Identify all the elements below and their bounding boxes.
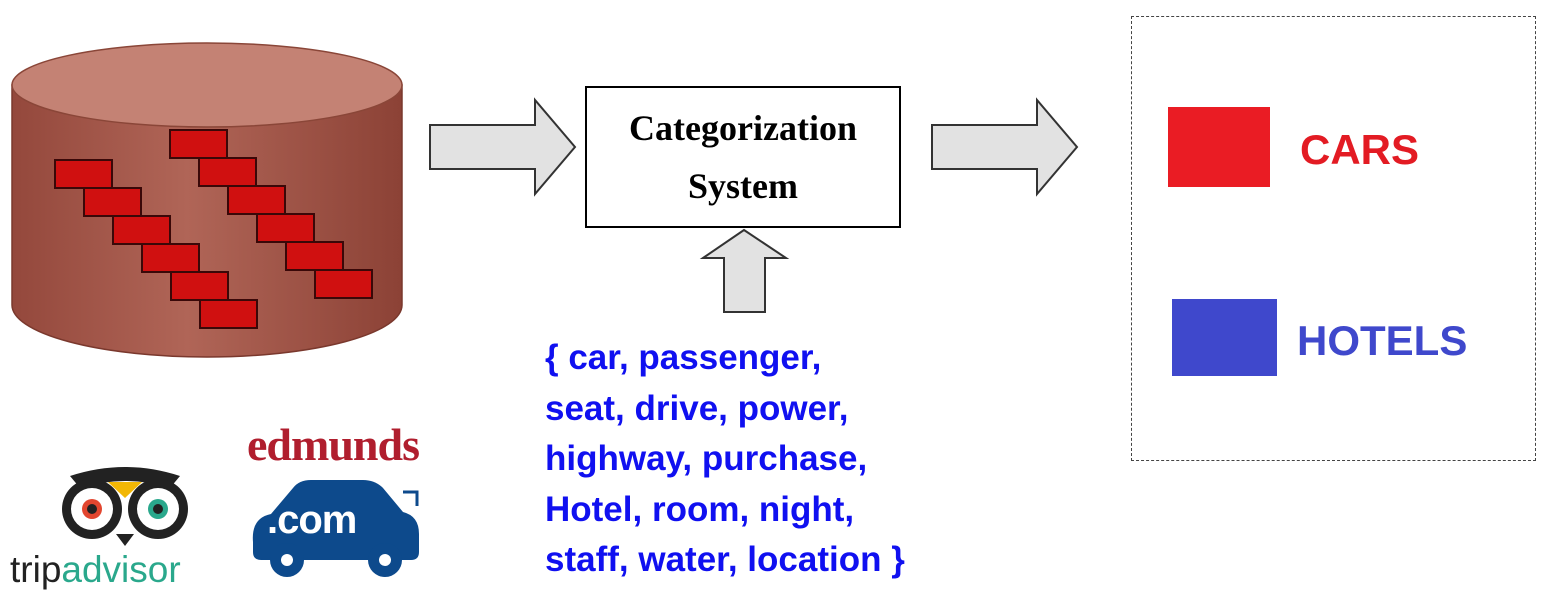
owl-icon — [62, 467, 188, 546]
edmunds-wordmark: edmunds — [247, 419, 420, 470]
brick-block — [314, 269, 373, 299]
cars-label: CARS — [1300, 126, 1420, 173]
keyword-list: { car, passenger, seat, drive, power, hi… — [545, 333, 1065, 586]
tripadvisor-logo: tripadvisor — [10, 462, 220, 592]
edmunds-logo: edmunds .com — [245, 420, 425, 590]
brick-block — [83, 187, 142, 217]
database-cylinder-icon — [11, 42, 403, 358]
brick-block — [199, 299, 258, 329]
brick-block — [54, 159, 113, 189]
keyword-line: Hotel, room, night, — [545, 489, 855, 529]
keyword-line: staff, water, location } — [545, 540, 905, 579]
hotels-label: HOTELS — [1297, 317, 1468, 364]
brick-block — [256, 213, 315, 243]
right-arrow-icon — [429, 97, 577, 197]
brick-block — [112, 215, 171, 245]
brick-stairs — [54, 129, 373, 329]
keyword-line: seat, drive, power, — [545, 388, 849, 428]
brick-block — [141, 243, 200, 273]
advisor-wordmark: advisor — [61, 549, 181, 590]
keyword-line: { car, passenger, — [545, 338, 822, 377]
trip-wordmark: trip — [10, 549, 62, 590]
up-arrow-icon — [699, 228, 790, 313]
categorization-label: Categorization — [629, 108, 857, 148]
system-label: System — [688, 166, 798, 206]
hotels-swatch — [1172, 299, 1277, 376]
categorization-system-box: Categorization System — [585, 86, 901, 228]
dotcom-wordmark: .com — [267, 498, 357, 542]
car-icon — [252, 480, 419, 577]
brick-block — [170, 271, 229, 301]
category-legend-box: CARS HOTELS — [1131, 16, 1536, 461]
brick-block — [227, 185, 286, 215]
cars-swatch — [1168, 107, 1270, 187]
brick-block — [169, 129, 228, 159]
brick-block — [198, 157, 257, 187]
keyword-line: highway, purchase, — [545, 439, 868, 478]
right-arrow-icon — [931, 97, 1079, 197]
brick-block — [285, 241, 344, 271]
